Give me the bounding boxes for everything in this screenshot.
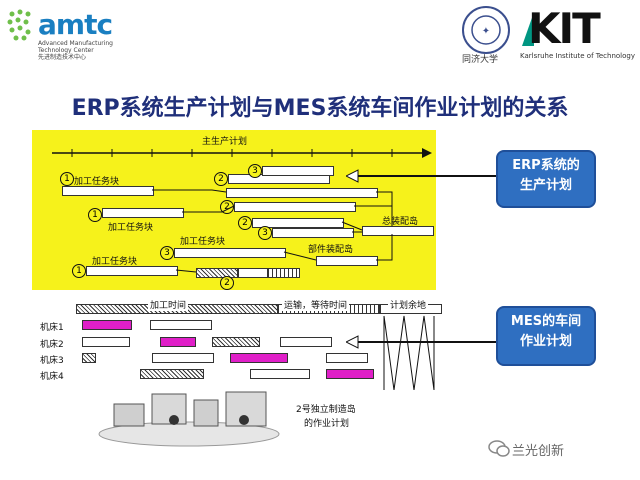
step-number: 2 (238, 216, 252, 230)
step-number: 1 (72, 264, 86, 278)
time-label-slack: 计划余地 (388, 298, 429, 311)
time-label-processing: 加工时间 (148, 298, 189, 311)
step-number: 2 (220, 276, 234, 290)
task-bar (234, 202, 356, 212)
task-bar (272, 228, 354, 238)
schedule-block-magenta (326, 369, 374, 379)
schedule-block-hatched (140, 369, 204, 379)
schedule-block (152, 353, 214, 363)
schedule-block (82, 337, 130, 347)
kit-subtitle: Karlsruhe Institute of Technology (520, 52, 635, 60)
machine-label: 机床2 (40, 340, 64, 350)
machine-label: 机床3 (40, 356, 64, 366)
process-block (238, 268, 268, 278)
step-number: 1 (60, 172, 74, 186)
amtc-subtitle-line1: Advanced Manufacturing (38, 40, 113, 47)
master-plan-label: 主生产计划 (202, 137, 248, 147)
step-number: 3 (160, 246, 174, 260)
island-caption-line2: 的作业计划 (304, 419, 350, 429)
schedule-block (326, 353, 368, 363)
erp-arrow-icon (346, 169, 496, 183)
final-assembly-label: 总装配岛 (382, 217, 419, 227)
mes-callout: MES的车间 作业计划 (496, 306, 596, 366)
task-label: 加工任务块 (92, 257, 138, 267)
process-block-striped (268, 268, 300, 278)
wechat-icon (488, 440, 510, 457)
step-number: 2 (220, 200, 234, 214)
svg-text:✦: ✦ (482, 26, 490, 37)
machine-label: 机床1 (40, 323, 64, 333)
amtc-subtitle: Advanced Manufacturing Technology Center… (38, 40, 128, 61)
task-bar (102, 208, 184, 218)
connector-lines-icon (152, 189, 393, 273)
slack-zigzag-icon (383, 315, 435, 390)
step-number: 2 (214, 172, 228, 186)
kit-logo-text: KIT (528, 4, 601, 53)
step-number: 3 (258, 226, 272, 240)
time-label-transport: 运输，等待时间 (282, 298, 350, 311)
schedule-block-hatched (212, 337, 260, 347)
schedule-block-magenta (160, 337, 196, 347)
task-label: 加工任务块 (180, 237, 226, 247)
tongji-name: 同济大学 (462, 55, 499, 65)
step-number: 3 (248, 164, 262, 178)
schedule-block (150, 320, 212, 330)
process-block-hatched (196, 268, 238, 278)
kit-logo-icon (522, 12, 534, 46)
sub-assembly-bar (316, 256, 378, 266)
schedule-block-magenta (230, 353, 288, 363)
mes-arrow-icon (346, 335, 496, 349)
erp-plan-panel: 主生产计划 1 加工任务块 2 3 1 加工任务块 2 2 总装配岛 加工任务块… (32, 130, 436, 290)
amtc-logo-text: amtc (38, 8, 113, 41)
schedule-block (250, 369, 310, 379)
machine-label: 机床4 (40, 372, 64, 382)
timeline-arrow-icon (52, 148, 432, 158)
manufacturing-island-illustration (98, 391, 280, 447)
task-label: 加工任务块 (74, 177, 120, 187)
mes-plan-panel: 加工时间 运输，等待时间 计划余地 机床1 机床2 机床3 机床4 (40, 298, 442, 390)
task-bar (226, 188, 378, 198)
final-assembly-bar (362, 226, 434, 236)
sub-assembly-label: 部件装配岛 (308, 245, 354, 255)
erp-callout: ERP系统的 生产计划 (496, 150, 596, 208)
task-bar (62, 186, 154, 196)
amtc-subtitle-line3: 先进制造技术中心 (38, 54, 87, 61)
page-title: ERP系统生产计划与MES系统车间作业计划的关系 (71, 96, 569, 121)
schedule-block-hatched (82, 353, 96, 363)
step-number: 1 (88, 208, 102, 222)
amtc-logo-dots-icon (7, 9, 31, 41)
task-label: 加工任务块 (108, 223, 154, 233)
amtc-subtitle-line2: Technology Center (38, 47, 94, 54)
schedule-block-magenta (82, 320, 132, 330)
task-bar (262, 166, 334, 176)
footer-brand: 兰光创新 (512, 444, 565, 459)
tongji-seal-icon: ✦ (462, 6, 510, 54)
task-bar (86, 266, 178, 276)
schedule-block (280, 337, 332, 347)
island-caption-line1: 2号独立制造岛 (296, 405, 356, 415)
task-bar (174, 248, 286, 258)
